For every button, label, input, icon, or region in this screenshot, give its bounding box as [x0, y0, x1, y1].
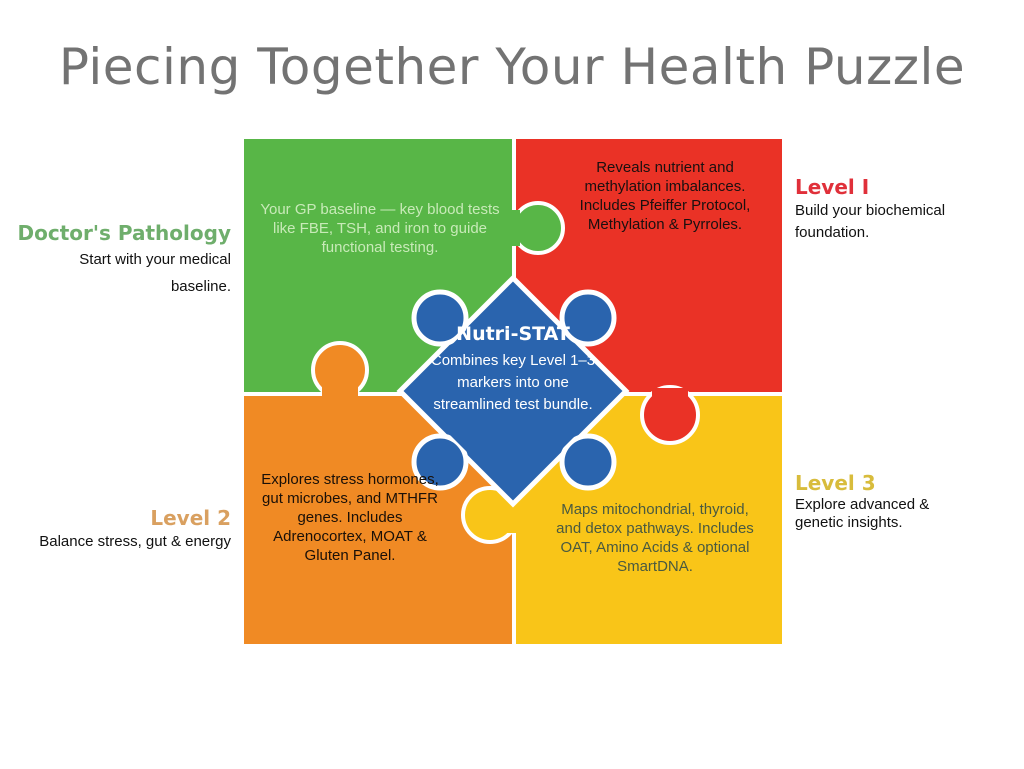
doctors-heading: Doctor's Pathology — [17, 221, 231, 245]
level1-text: Build your biochemical foundation. — [795, 202, 946, 241]
level2-heading: Level 2 — [150, 506, 231, 530]
green-piece-text: Your GP baseline — key blood tests like … — [260, 201, 500, 256]
level1-label: Level I Build your biochemical foundatio… — [795, 174, 985, 244]
level3-heading: Level 3 — [795, 471, 876, 495]
level3-text: Explore advanced & genetic insights. — [795, 496, 930, 531]
page-title: Piecing Together Your Health Puzzle — [58, 38, 966, 96]
level3-label: Level 3 Explore advanced & genetic insig… — [795, 470, 965, 532]
center-text: Combines key Level 1–3 markers into one … — [430, 352, 596, 413]
green-knob — [511, 201, 565, 255]
level2-label: Level 2 Balance stress, gut & energy — [1, 505, 231, 553]
level2-text: Balance stress, gut & energy — [39, 533, 231, 550]
center-title: Nutri-STAT — [456, 323, 570, 345]
orange-piece-text: Explores stress hormones, gut microbes, … — [261, 471, 439, 564]
doctors-text: Start with your medical baseline. — [79, 251, 231, 295]
doctors-pathology-label: Doctor's Pathology Start with your medic… — [1, 220, 231, 300]
yellow-piece-text: Maps mitochondrial, thyroid, and detox p… — [556, 501, 754, 575]
level1-heading: Level I — [795, 175, 870, 199]
red-piece-text: Reveals nutrient and methylation imbalan… — [579, 159, 751, 233]
